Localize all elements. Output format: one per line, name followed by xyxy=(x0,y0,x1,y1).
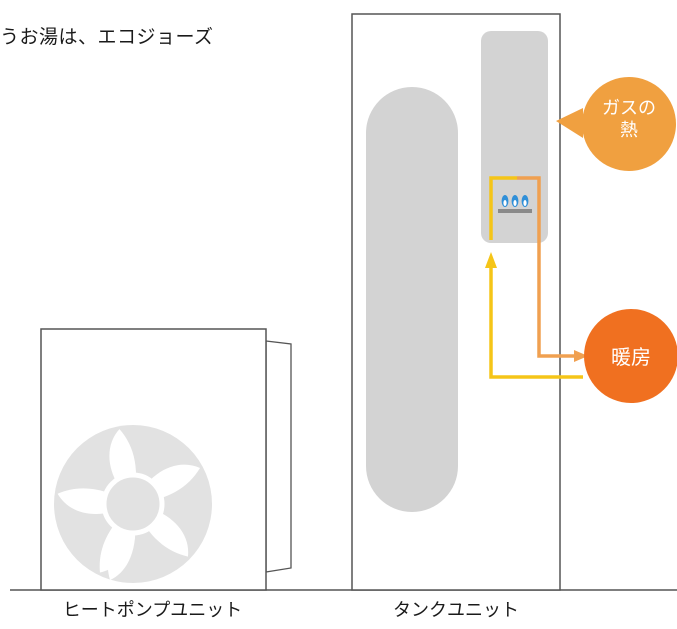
heat-pump-unit xyxy=(40,328,292,591)
intro-text: うお湯は、エコジョーズ xyxy=(0,26,214,48)
fan-icon xyxy=(54,425,212,583)
return-pipe-lower xyxy=(489,266,583,379)
storage-tank xyxy=(366,87,458,512)
boiler-panel xyxy=(481,31,548,243)
gas-heat-label-line2: 熱 xyxy=(620,120,638,141)
gas-burner-icon xyxy=(498,195,532,213)
return-pipe xyxy=(489,176,517,240)
heating-bubble xyxy=(584,309,677,403)
heating-label: 暖房 xyxy=(611,345,651,369)
supply-pipe xyxy=(517,176,576,358)
heating-pipes xyxy=(489,176,583,379)
heat-pump-caption: ヒートポンプユニット xyxy=(62,600,243,621)
supply-arrowhead xyxy=(574,350,588,362)
tank-unit-caption: タンクユニット xyxy=(393,600,519,621)
heat-pump-side-panel xyxy=(265,340,292,573)
return-arrowhead xyxy=(485,252,497,268)
gas-heat-bubble xyxy=(556,77,676,171)
tank-unit xyxy=(351,13,588,591)
gas-heat-label-line1: ガスの xyxy=(602,98,656,119)
gas-heat-label: ガスの 熱 xyxy=(588,98,670,142)
